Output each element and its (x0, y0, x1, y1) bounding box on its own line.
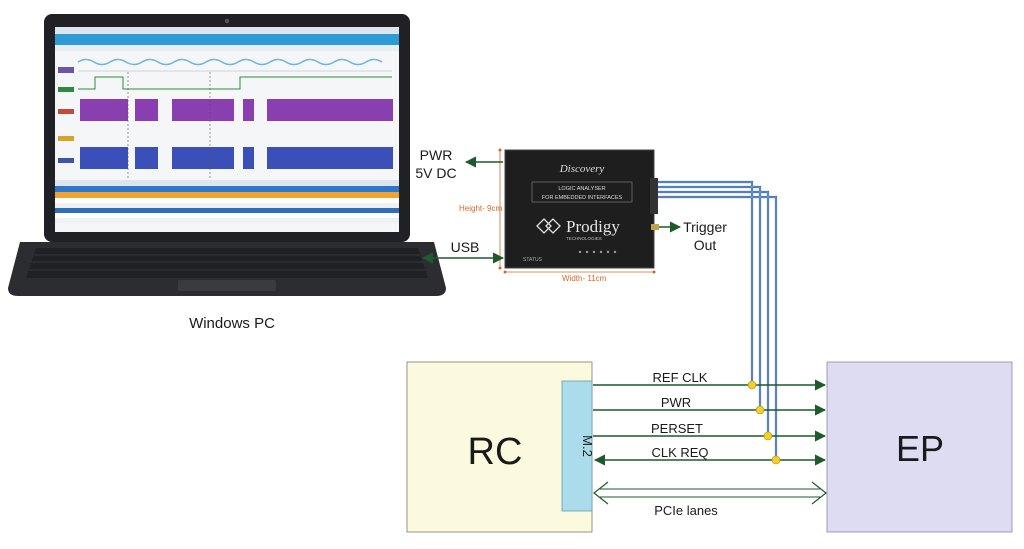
analyzer-brand-script: Discovery (559, 163, 605, 175)
analyzer-status-label: STATUS (523, 257, 543, 263)
probe-wires-highlight (658, 181, 777, 460)
analyzer-logo-sub: TECHNOLOGIES (566, 236, 602, 241)
prodigy-logo-icon (536, 218, 561, 234)
webcam-icon (224, 18, 230, 24)
signal-pwr: PWR (593, 395, 827, 416)
width-dimension (503, 270, 656, 274)
height-dimension (498, 148, 502, 270)
signal-perset: PERSET (593, 421, 827, 442)
laptop-touchpad (178, 280, 276, 291)
svg-text:REF CLK: REF CLK (653, 370, 708, 385)
pcie-lanes-label: PCIe lanes (654, 503, 718, 518)
signal-ref-clk: REF CLK (593, 370, 827, 391)
tap-point-perset (763, 431, 773, 441)
ep-label: EP (896, 428, 944, 469)
analyzer-subtitle-2: FOR EMBEDDED INTERFACES (542, 195, 623, 201)
trigger-connector (651, 224, 659, 230)
svg-text:PWR: PWR (661, 395, 691, 410)
laptop (8, 14, 446, 296)
laptop-screen (55, 27, 399, 232)
logic-analyzer-device: Discovery LOGIC ANALYSER FOR EMBEDDED IN… (504, 149, 659, 269)
pwr-5v-label-1: PWR (420, 147, 453, 163)
svg-text:CLK REQ: CLK REQ (651, 445, 708, 460)
trigger-label-2: Out (694, 237, 717, 253)
rc-label: RC (468, 431, 523, 473)
analyzer-logo-name: Prodigy (566, 217, 620, 236)
ep-block (826, 361, 1013, 533)
width-dimension-label: Width- 11cm (562, 274, 607, 283)
pwr-5v-label-2: 5V DC (415, 165, 456, 181)
signal-clk-req: CLK REQ (593, 445, 827, 466)
height-dimension-label: Height- 9cm (459, 204, 502, 213)
tap-point-ref-clk (747, 380, 757, 390)
probe-connector (650, 178, 658, 214)
analyzer-subtitle-1: LOGIC ANALYSER (558, 186, 605, 192)
trigger-label-1: Trigger (683, 219, 727, 235)
pcie-lanes-arrow (593, 481, 827, 505)
tap-point-clk-req (771, 455, 781, 465)
svg-text:PERSET: PERSET (651, 421, 703, 436)
laptop-caption: Windows PC (189, 315, 275, 332)
m2-connector-block (561, 380, 593, 512)
rc-block (406, 361, 593, 533)
tap-point-pwr (755, 405, 765, 415)
usb-label: USB (451, 239, 480, 255)
m2-label: M.2 (580, 435, 595, 457)
